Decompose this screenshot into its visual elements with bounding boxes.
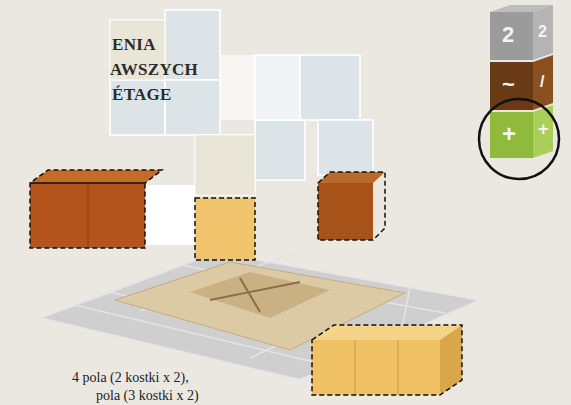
die-face-value: ~ bbox=[502, 74, 515, 96]
heading-fragment: ENIA bbox=[112, 36, 156, 53]
die-face-value: 2 bbox=[538, 24, 547, 40]
heading-fragment: AWSZYCH bbox=[110, 61, 198, 78]
explanation-note: pola (3 kostki x 2) bbox=[96, 389, 199, 403]
die-face-value: / bbox=[540, 74, 544, 90]
die-face-value: + bbox=[502, 122, 516, 146]
heading-fragment: ÉTAGE bbox=[112, 86, 172, 103]
explanation-note: 4 pola (2 kostki x 2), bbox=[72, 371, 189, 385]
die-face-value: 2 bbox=[502, 24, 514, 46]
die-face-value: + bbox=[538, 120, 549, 138]
